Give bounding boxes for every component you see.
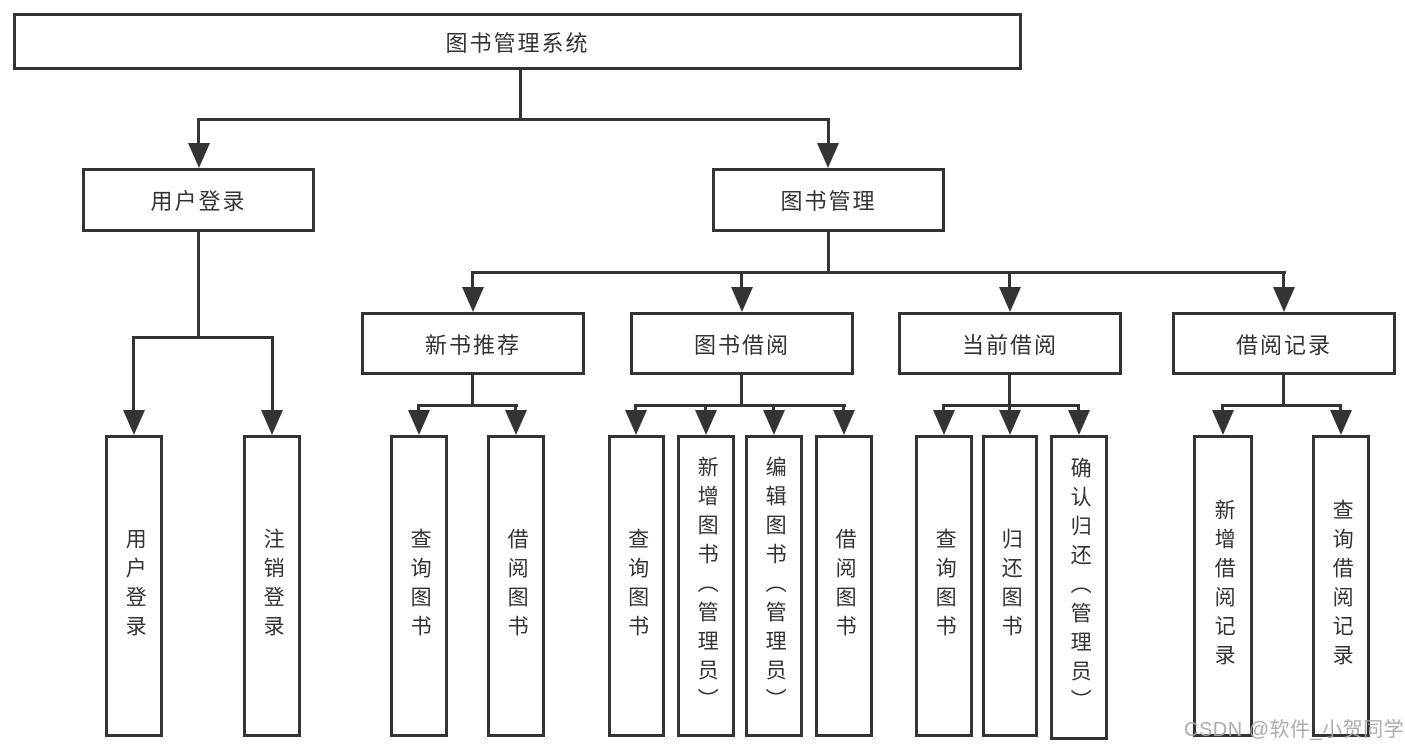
leaf-return-books-label: 归还图书 <box>999 528 1023 644</box>
connector-line <box>704 406 707 413</box>
leaf-add-borrow-record-label: 新增借阅记录 <box>1212 499 1236 673</box>
arrow-down-icon <box>999 287 1021 312</box>
connector-line <box>827 232 830 274</box>
arrow-down-icon <box>625 410 647 435</box>
connector-line <box>471 375 474 406</box>
arrow-down-icon <box>505 410 527 435</box>
leaf-logout-label: 注销登录 <box>261 528 285 644</box>
leaf-current-query-books-label: 查询图书 <box>933 528 957 644</box>
connector-line <box>827 120 830 146</box>
node-book-management: 图书管理 <box>712 168 945 232</box>
connector-line <box>1077 406 1080 413</box>
arrow-down-icon <box>261 410 283 435</box>
connector-line <box>132 336 274 339</box>
arrow-down-icon <box>1212 410 1234 435</box>
connector-line <box>1221 404 1342 407</box>
arrow-down-icon <box>763 410 785 435</box>
leaf-borrow-query-books-label: 查询图书 <box>625 528 649 644</box>
node-book-borrow-label: 图书借阅 <box>693 332 790 358</box>
node-new-book-recommend: 新书推荐 <box>361 312 585 375</box>
connector-line <box>471 271 1286 274</box>
leaf-query-borrow-record: 查询借阅记录 <box>1312 435 1370 737</box>
connector-line <box>132 338 135 412</box>
leaf-query-borrow-record-label: 查询借阅记录 <box>1330 499 1354 673</box>
connector-line <box>417 406 420 413</box>
node-book-borrow: 图书借阅 <box>630 312 854 375</box>
leaf-add-borrow-record: 新增借阅记录 <box>1193 435 1253 737</box>
connector-line <box>1282 375 1285 406</box>
leaf-newbook-borrow-books-label: 借阅图书 <box>505 528 529 644</box>
csdn-watermark: CSDN @软件_小贺同学 <box>1184 719 1405 741</box>
connector-line <box>271 338 274 412</box>
arrow-down-icon <box>1068 410 1090 435</box>
arrow-down-icon <box>933 410 955 435</box>
connector-line <box>1221 406 1224 413</box>
connector-line <box>514 406 517 413</box>
leaf-add-books-admin: 新增图书（管理员） <box>677 435 735 737</box>
connector-line <box>197 232 200 336</box>
connector-line <box>1008 406 1011 413</box>
arrow-down-icon <box>833 410 855 435</box>
leaf-edit-books-admin-label: 编辑图书（管理员） <box>763 455 787 717</box>
leaf-current-query-books: 查询图书 <box>915 435 973 737</box>
leaf-confirm-return-admin-label: 确认归还（管理员） <box>1068 457 1092 718</box>
connector-line <box>197 118 830 121</box>
connector-line <box>1008 375 1011 406</box>
node-user-login: 用户登录 <box>82 168 315 232</box>
connector-line <box>740 375 743 406</box>
leaf-return-books: 归还图书 <box>982 435 1038 737</box>
node-borrow-record: 借阅记录 <box>1172 312 1396 375</box>
connector-line <box>1339 406 1342 413</box>
arrow-down-icon <box>999 410 1021 435</box>
arrow-down-icon <box>817 143 839 168</box>
leaf-user-login-label: 用户登录 <box>123 528 147 644</box>
leaf-add-books-admin-label: 新增图书（管理员） <box>695 455 719 717</box>
leaf-borrow-books: 借阅图书 <box>815 435 873 737</box>
node-current-borrow-label: 当前借阅 <box>961 332 1058 358</box>
node-borrow-record-label: 借阅记录 <box>1235 332 1332 358</box>
arrow-down-icon <box>408 410 430 435</box>
connector-line <box>942 406 945 413</box>
arrow-down-icon <box>695 410 717 435</box>
connector-line <box>740 273 743 290</box>
connector-line <box>1008 273 1011 290</box>
leaf-user-login: 用户登录 <box>105 435 163 737</box>
connector-line <box>634 406 637 413</box>
connector-line <box>197 120 200 146</box>
leaf-newbook-query-books-label: 查询图书 <box>408 528 432 644</box>
arrow-down-icon <box>123 410 145 435</box>
arrow-down-icon <box>1330 410 1352 435</box>
node-current-borrow: 当前借阅 <box>898 312 1122 375</box>
connector-line <box>842 406 845 413</box>
connector-line <box>1282 273 1285 290</box>
node-user-login-label: 用户登录 <box>150 189 247 214</box>
leaf-borrow-query-books: 查询图书 <box>608 435 665 737</box>
arrow-down-icon <box>188 143 210 168</box>
node-library-system-label: 图书管理系统 <box>445 30 590 56</box>
node-library-system: 图书管理系统 <box>13 13 1022 70</box>
connector-line <box>942 404 1080 407</box>
connector-line <box>634 404 846 407</box>
connector-line <box>417 404 518 407</box>
connector-line <box>471 273 474 290</box>
arrow-down-icon <box>1273 287 1295 312</box>
leaf-edit-books-admin: 编辑图书（管理员） <box>745 435 803 737</box>
node-book-management-label: 图书管理 <box>780 189 877 214</box>
leaf-confirm-return-admin: 确认归还（管理员） <box>1050 435 1108 740</box>
leaf-newbook-query-books: 查询图书 <box>390 435 448 737</box>
node-new-book-recommend-label: 新书推荐 <box>424 332 521 358</box>
leaf-borrow-books-label: 借阅图书 <box>833 528 857 644</box>
arrow-down-icon <box>462 287 484 312</box>
leaf-newbook-borrow-books: 借阅图书 <box>487 435 545 737</box>
connector-line <box>772 406 775 413</box>
arrow-down-icon <box>731 287 753 312</box>
leaf-logout: 注销登录 <box>243 435 301 737</box>
connector-line <box>519 70 522 120</box>
